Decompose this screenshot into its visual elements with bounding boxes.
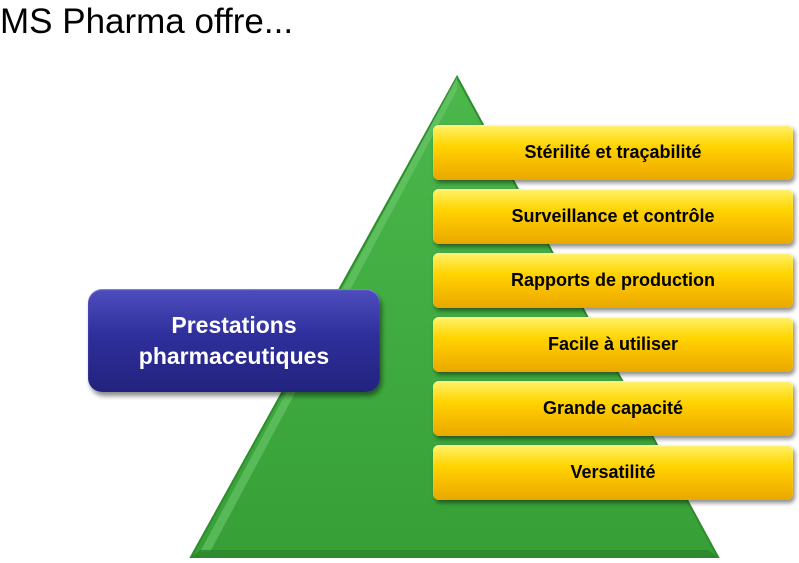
feature-item-surveillance: Surveillance et contrôle	[433, 189, 793, 244]
center-box-prestations: Prestations pharmaceutiques	[88, 289, 380, 392]
feature-item-capacite: Grande capacité	[433, 381, 793, 436]
pyramid-bevel-bottom	[191, 550, 718, 557]
feature-item-versatilite: Versatilité	[433, 445, 793, 500]
feature-list: Stérilité et traçabilité Surveillance et…	[433, 125, 793, 509]
center-box-line-2: pharmaceutiques	[138, 342, 330, 369]
feature-item-rapports: Rapports de production	[433, 253, 793, 308]
slide-title: MS Pharma offre...	[0, 2, 294, 41]
feature-item-facile: Facile à utiliser	[433, 317, 793, 372]
feature-item-sterilite: Stérilité et traçabilité	[433, 125, 793, 180]
center-box-line-1: Prestations	[171, 311, 297, 338]
